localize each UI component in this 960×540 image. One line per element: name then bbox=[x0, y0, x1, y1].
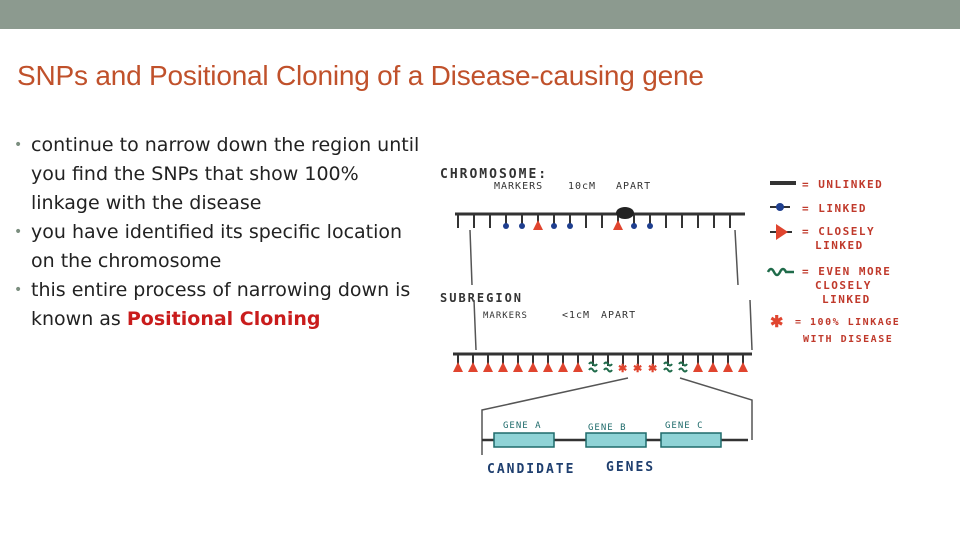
candidate-label: CANDIDATE bbox=[487, 462, 575, 477]
bullet-text: continue to narrow down the region until… bbox=[31, 134, 420, 214]
legend-squiggle-icon bbox=[766, 267, 794, 277]
bullet-text: you have identified its specific locatio… bbox=[31, 221, 403, 272]
bullet-item: • this entire process of narrowing down … bbox=[14, 276, 424, 334]
chromosome-spacing-label: 10cM bbox=[568, 181, 596, 192]
chromosome-marker-linked bbox=[567, 223, 573, 229]
subregion-marker-closely bbox=[738, 362, 748, 372]
subregion-marker-closely bbox=[558, 362, 568, 372]
subregion-marker-closely bbox=[708, 362, 718, 372]
chromosome-markers bbox=[457, 207, 731, 230]
positional-cloning-diagram: CHROMOSOME: MARKERS 10cM APART SUBREGION… bbox=[440, 167, 900, 477]
bullet-item: • you have identified its specific locat… bbox=[14, 218, 424, 276]
subregion-markers-label: MARKERS bbox=[483, 311, 528, 321]
subregion-marker-closely bbox=[693, 362, 703, 372]
legend-unlinked-label: = UNLINKED bbox=[802, 178, 883, 191]
legend-evenmore-label-2: CLOSELY bbox=[815, 279, 872, 292]
gene-c-box bbox=[660, 432, 722, 448]
subregion-marker-100: ✱ bbox=[618, 363, 627, 375]
subregion-marker-closely bbox=[498, 362, 508, 372]
subregion-bracket bbox=[473, 299, 753, 351]
top-banner bbox=[0, 0, 960, 29]
genes-label: GENES bbox=[606, 460, 655, 475]
legend-evenmore-label-3: LINKED bbox=[822, 293, 871, 306]
subregion-spacing-label: <1cM bbox=[562, 310, 590, 321]
legend-100-label-2: WITH DISEASE bbox=[803, 334, 893, 345]
zoom-lines-upper bbox=[469, 229, 739, 286]
gene-b-label: GENE B bbox=[588, 423, 627, 433]
subregion-marker-closely bbox=[573, 362, 583, 372]
subregion-marker-closely bbox=[483, 362, 493, 372]
chromosome-marker-linked bbox=[503, 223, 509, 229]
chromosome-marker-linked bbox=[631, 223, 637, 229]
legend-linked-label: = LINKED bbox=[802, 202, 867, 215]
gene-a-label: GENE A bbox=[503, 421, 542, 431]
legend-linked-icon bbox=[776, 203, 784, 211]
chromosome-apart-label: APART bbox=[616, 181, 651, 192]
bullet-list: • continue to narrow down the region unt… bbox=[14, 131, 424, 334]
chromosome-marker-linked bbox=[519, 223, 525, 229]
chromosome-marker-closely bbox=[533, 220, 543, 230]
subregion-marker-closely bbox=[453, 362, 463, 372]
legend-closely-label-1: = CLOSELY bbox=[802, 225, 875, 238]
subregion-marker-closely bbox=[468, 362, 478, 372]
subregion-marker-100: ✱ bbox=[648, 363, 657, 375]
subregion-marker-closely bbox=[528, 362, 538, 372]
subregion-marker-evenmore bbox=[588, 361, 598, 373]
bullet-text: this entire process of narrowing down is… bbox=[31, 276, 424, 334]
legend-star-icon: ✱ bbox=[770, 314, 783, 331]
subregion-marker-evenmore bbox=[678, 361, 688, 373]
chromosome-markers-label: MARKERS bbox=[494, 181, 543, 192]
chromosome-marker-linked bbox=[647, 223, 653, 229]
bullet-dot-icon: • bbox=[14, 282, 23, 298]
positional-cloning-highlight: Positional Cloning bbox=[126, 308, 321, 330]
gene-b-box bbox=[585, 432, 647, 448]
subregion-marker-closely bbox=[723, 362, 733, 372]
bullet-text-plain: this entire process of narrowing down is… bbox=[31, 279, 411, 330]
chromosome-label: CHROMOSOME: bbox=[440, 167, 548, 182]
legend: ✱ = UNLINKED = LINKED = CLOSELY LINKED =… bbox=[766, 178, 900, 345]
chromosome-marker-closely bbox=[613, 220, 623, 230]
gene-a-box bbox=[493, 432, 555, 448]
subregion-marker-100: ✱ bbox=[633, 363, 642, 375]
legend-evenmore-label-1: = EVEN MORE bbox=[802, 265, 891, 278]
subregion-label: SUBREGION bbox=[440, 291, 523, 305]
legend-closely-icon bbox=[776, 224, 788, 240]
subregion-marker-closely bbox=[543, 362, 553, 372]
gene-c-label: GENE C bbox=[665, 421, 704, 431]
legend-closely-label-2: LINKED bbox=[815, 239, 864, 252]
subregion-marker-evenmore bbox=[663, 361, 673, 373]
slide-title: SNPs and Positional Cloning of a Disease… bbox=[17, 60, 704, 91]
subregion-markers: ✱ ✱ ✱ bbox=[453, 354, 748, 375]
bullet-dot-icon: • bbox=[14, 137, 23, 153]
bullet-item: • continue to narrow down the region unt… bbox=[14, 131, 424, 218]
subregion-marker-evenmore bbox=[603, 361, 613, 373]
bullet-dot-icon: • bbox=[14, 224, 23, 240]
subregion-apart-label: APART bbox=[601, 310, 636, 321]
centromere-icon bbox=[616, 207, 634, 219]
chromosome-marker-linked bbox=[551, 223, 557, 229]
subregion-marker-closely bbox=[513, 362, 523, 372]
legend-100-label-1: = 100% LINKAGE bbox=[795, 317, 900, 328]
